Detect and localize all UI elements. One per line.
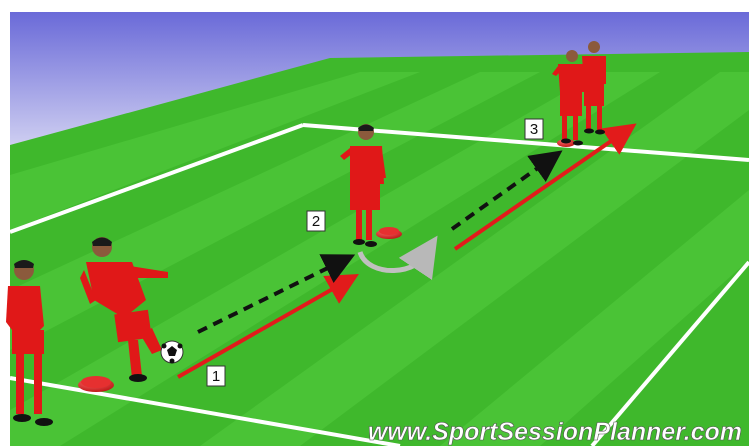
marker-1: 1 (207, 366, 225, 386)
marker-3: 3 (525, 119, 543, 139)
marker-2-label: 2 (312, 213, 320, 230)
watermark: www.SportSessionPlanner.com (368, 418, 742, 446)
marker-3-label: 3 (530, 121, 538, 138)
marker-1-label: 1 (212, 368, 220, 385)
marker-2: 2 (307, 211, 325, 231)
soccer-ball-icon (161, 341, 183, 364)
